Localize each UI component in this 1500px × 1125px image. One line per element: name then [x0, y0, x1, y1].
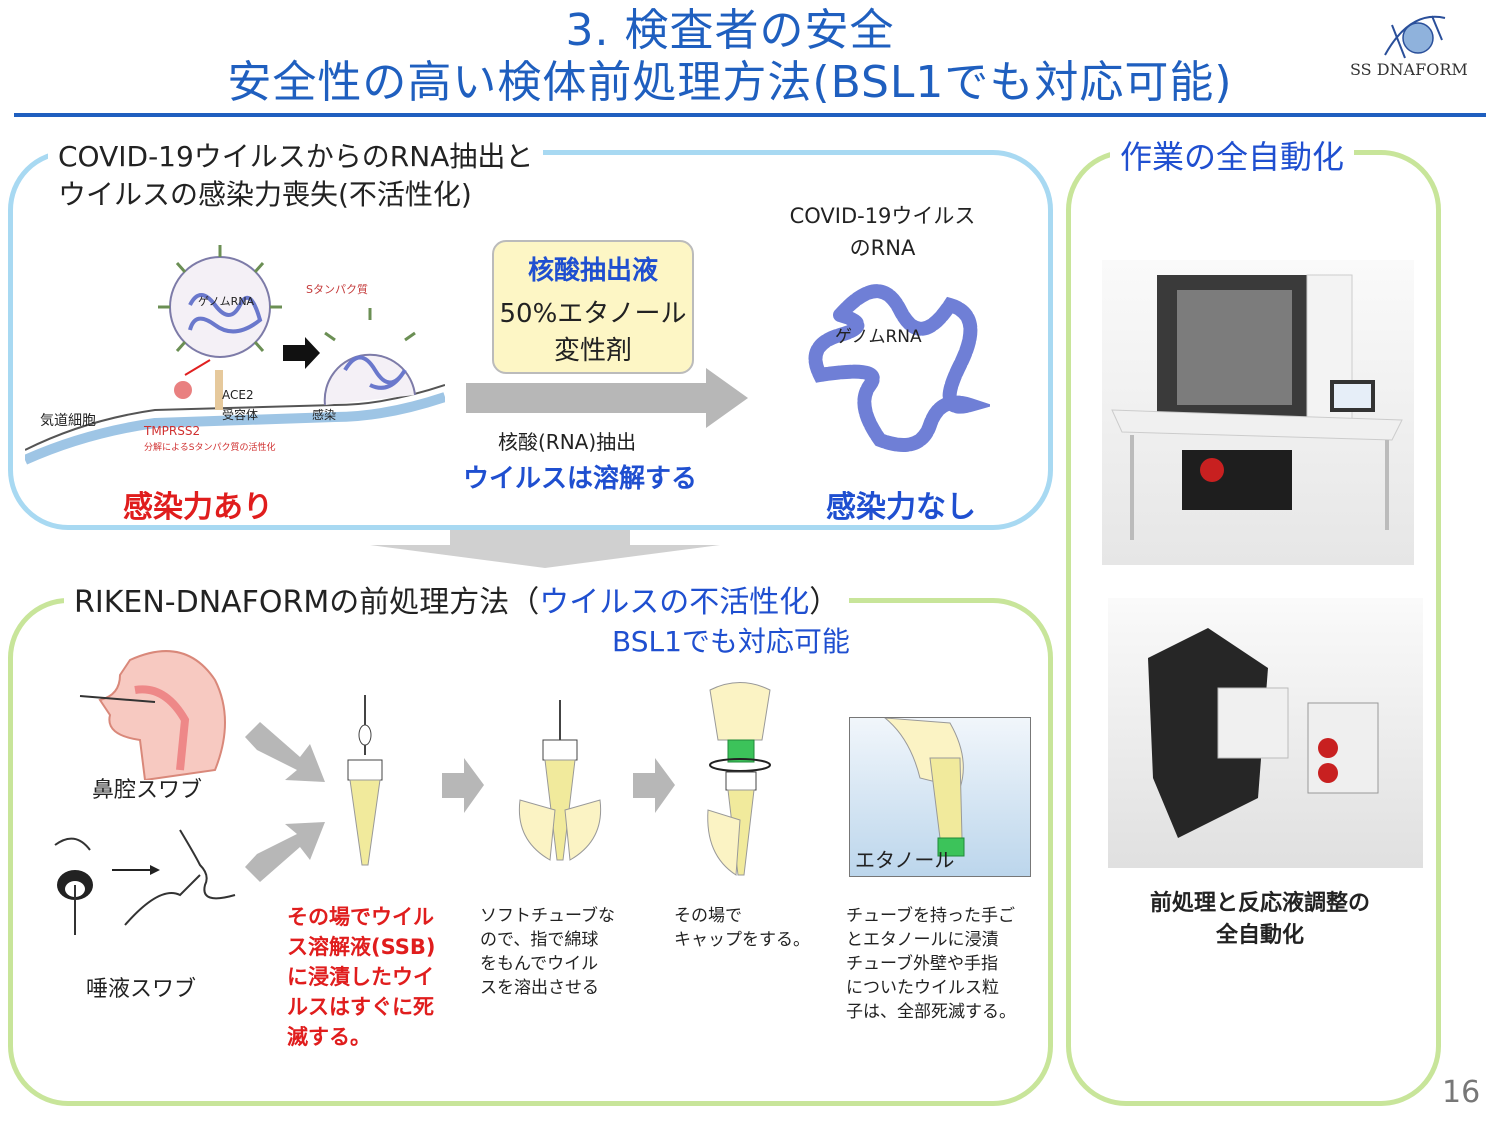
swab-tube-illustration: [347, 695, 383, 866]
automation-caption: 前処理と反応液調整の 全自動化: [1110, 888, 1410, 952]
step1-line: 滅する。: [287, 1025, 371, 1049]
heading-black: RIKEN-DNAFORMの前処理方法（: [74, 585, 540, 620]
step-arrow-1-icon: [442, 758, 484, 813]
portable-unit-photo: [1108, 598, 1423, 868]
nasal-swab-illustration: [79, 650, 226, 780]
reagent-line-1: 50%エタノール: [499, 299, 687, 329]
step3-line: キャップをする。: [674, 930, 810, 950]
dnaform-logo-icon: [1384, 15, 1446, 59]
ethanol-bath-illustration: [849, 717, 1031, 877]
title-line-1: 3. 検査者の安全: [565, 5, 895, 56]
step2-line: ので、指で綿球: [480, 930, 599, 950]
automation-caption-line-2: 全自動化: [1215, 923, 1304, 948]
step1-caption: その場でウイル ス溶解液(SSB) に浸漬したウイ ルスはすぐに死 滅する。: [287, 902, 436, 1052]
s-protein-label: Sタンパク質: [306, 283, 368, 296]
nasal-swab-label: 鼻腔スワブ: [92, 778, 203, 803]
receptor-label: 受容体: [222, 408, 259, 422]
step3-line: その場で: [674, 906, 742, 926]
step2-line: スを溶出させる: [480, 978, 599, 998]
rna-title-2: のRNA: [849, 236, 916, 260]
infection-label: 感染: [312, 408, 337, 422]
virus-dissolves-caption: ウイルスは溶解する: [463, 464, 698, 494]
step4-line: 子は、全部死滅する。: [846, 1002, 1016, 1022]
step4-line: チューブ外壁や手指: [846, 954, 998, 974]
step4-line: とエタノールに浸漬: [846, 930, 999, 950]
ace2-label: ACE2: [222, 388, 254, 402]
cap-tube-illustration: [707, 682, 771, 876]
title-line-2: 安全性の高い検体前処理方法(BSL1でも対応可能): [227, 57, 1233, 108]
genome-rna-label-small: ゲノムRNA: [198, 295, 255, 308]
hand-in-ethanol-icon: [883, 717, 965, 857]
heading-blue: ウイルスの不活性化: [539, 585, 810, 620]
step4-line: についたウイルス粒: [846, 978, 999, 998]
extraction-caption: 核酸(RNA)抽出: [498, 430, 637, 454]
infective-label: 感染力あり: [123, 490, 273, 525]
tmprss2-note: 分解によるSタンパク質の活性化: [144, 443, 276, 453]
airway-cell-label: 気道細胞: [40, 413, 96, 429]
rna-panel-heading-1: COVID-19ウイルスからのRNA抽出と: [48, 138, 544, 176]
reagent-line-2: 変性剤: [553, 336, 632, 366]
automation-heading: 作業の全自動化: [1110, 136, 1355, 178]
saliva-swab-illustration: [54, 829, 236, 935]
down-arrow-icon: [370, 530, 720, 568]
ethanol-label: エタノール: [855, 848, 955, 872]
step2-line: ソフトチューブな: [480, 906, 615, 926]
step-arrow-2-icon: [633, 758, 675, 813]
step4-line: チューブを持った手ご: [846, 906, 1015, 926]
step4-caption: チューブを持った手ご とエタノールに浸漬 チューブ外壁や手指 についたウイルス粒…: [846, 904, 1016, 1024]
bsl1-subheading: BSL1でも対応可能: [612, 625, 850, 658]
rna-strand-illustration: [808, 284, 990, 452]
preprocessing-heading: RIKEN-DNAFORMの前処理方法（ウイルスの不活性化）: [64, 583, 850, 623]
rna-panel-heading-2: ウイルスの感染力喪失(不活性化): [58, 178, 472, 211]
virus-infection-illustration: [25, 245, 445, 465]
converging-arrows-icon: [245, 722, 325, 882]
portable-case-icon: [1148, 628, 1379, 838]
rna-title-1: COVID-19ウイルス: [789, 204, 976, 228]
heading-close: ）: [809, 585, 840, 620]
tmprss2-label: TMPRSS2: [144, 424, 201, 438]
reagent-title: 核酸抽出液: [527, 256, 658, 286]
extraction-reagent-box: 核酸抽出液 50%エタノール 変性剤: [492, 240, 694, 374]
title-rule: [14, 113, 1486, 117]
step3-caption: その場で キャップをする。: [674, 904, 810, 952]
step2-caption: ソフトチューブな ので、指で綿球 をもんでウイル スを溶出させる: [480, 904, 615, 1000]
automation-caption-line-1: 前処理と反応液調整の: [1149, 891, 1370, 916]
step1-line: に浸漬したウイ: [287, 965, 434, 989]
automation-robot-photo: [1102, 260, 1414, 565]
extraction-arrow-icon: [466, 368, 748, 428]
squeeze-tube-illustration: [518, 700, 602, 861]
logo-text: SS DNAFORM: [1350, 60, 1468, 79]
step1-line: その場でウイル: [287, 905, 434, 929]
step2-line: をもんでウイル: [480, 954, 599, 974]
step1-line: ルスはすぐに死: [287, 995, 434, 1019]
robot-machine-icon: [1111, 274, 1403, 540]
not-infective-label: 感染力なし: [826, 490, 976, 525]
page-number: 16: [1442, 1075, 1481, 1110]
saliva-swab-label: 唾液スワブ: [86, 977, 197, 1002]
genome-rna-label: ゲノムRNA: [835, 327, 922, 347]
step1-line: ス溶解液(SSB): [287, 935, 436, 959]
